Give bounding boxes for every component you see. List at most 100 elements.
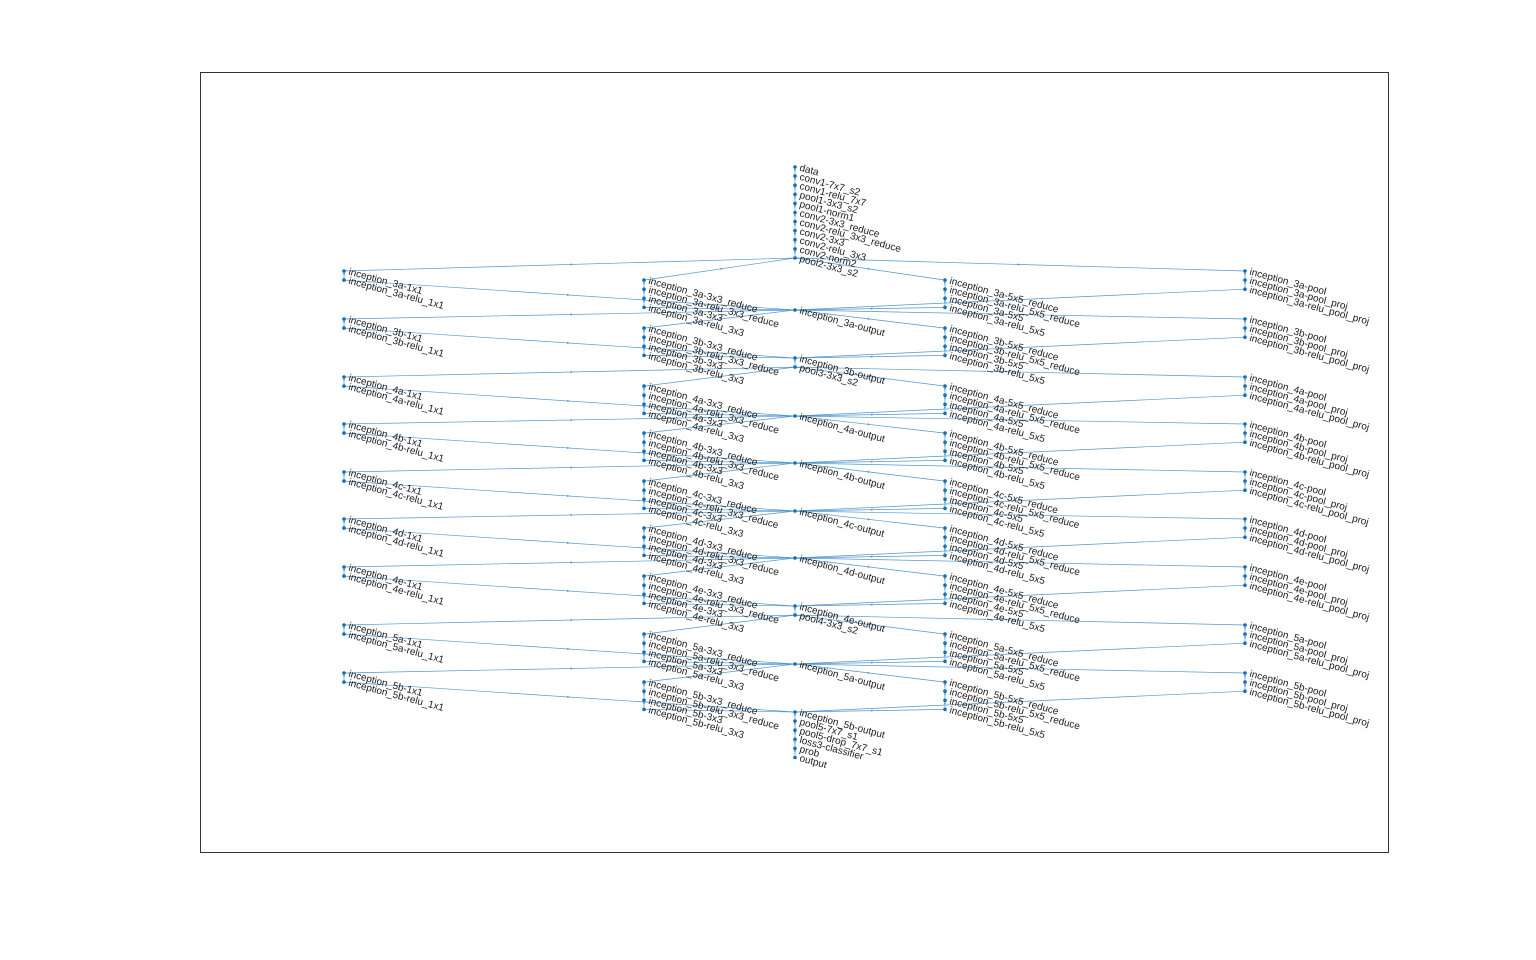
graph-node bbox=[943, 650, 947, 655]
edge-arrowhead bbox=[719, 623, 722, 626]
edge-arrowhead bbox=[793, 205, 797, 208]
edge-arrowhead bbox=[793, 169, 797, 172]
graph-node bbox=[793, 219, 797, 224]
graph-node bbox=[793, 238, 797, 242]
edge-arrowhead bbox=[1020, 451, 1023, 454]
graph-node bbox=[793, 613, 797, 617]
edge-arrowhead bbox=[342, 474, 346, 477]
graph-node bbox=[943, 698, 947, 703]
edge-arrowhead bbox=[642, 636, 646, 639]
edge-arrowhead bbox=[943, 654, 947, 657]
graph-node bbox=[342, 470, 346, 474]
edge-arrowhead bbox=[943, 492, 947, 495]
edge-arrowhead bbox=[943, 578, 947, 581]
edge-arrowhead bbox=[642, 501, 646, 504]
graph-node bbox=[342, 269, 346, 273]
edge-arrowhead bbox=[717, 413, 720, 416]
graph-node bbox=[793, 662, 797, 666]
graph-node bbox=[943, 344, 947, 349]
graph-node bbox=[642, 497, 646, 502]
edge-arrowhead bbox=[1017, 466, 1020, 469]
edge-arrowhead bbox=[793, 232, 797, 236]
graph-node bbox=[342, 384, 346, 388]
graph-node bbox=[943, 384, 947, 388]
graph-node bbox=[642, 659, 646, 664]
graph-node bbox=[793, 414, 797, 418]
graph-node bbox=[943, 535, 947, 539]
graph-node bbox=[943, 278, 947, 282]
graph-node bbox=[1243, 287, 1247, 292]
graph-node bbox=[793, 356, 797, 360]
edge-arrowhead bbox=[642, 645, 646, 648]
edge-arrowhead bbox=[567, 341, 570, 345]
edge-arrowhead bbox=[867, 423, 870, 426]
graph-node bbox=[943, 296, 947, 301]
edge-arrowhead bbox=[943, 339, 947, 342]
edge-arrowhead bbox=[569, 263, 572, 266]
edge-arrowhead bbox=[867, 518, 870, 521]
graph-node bbox=[793, 556, 797, 560]
edge-arrowhead bbox=[342, 273, 346, 276]
graph-node bbox=[1243, 335, 1247, 340]
graph-node bbox=[1243, 488, 1247, 493]
graph-node bbox=[793, 210, 797, 215]
edge-arrowhead bbox=[1017, 513, 1020, 517]
edge-arrowhead bbox=[870, 355, 873, 358]
graph-node bbox=[1243, 326, 1247, 330]
edge-arrowhead bbox=[867, 623, 870, 626]
edge-arrowhead bbox=[793, 723, 797, 726]
edge-arrowhead bbox=[1243, 379, 1247, 382]
node-label: output bbox=[798, 753, 828, 771]
edge-arrowhead bbox=[943, 636, 947, 639]
edge-arrowhead bbox=[717, 508, 720, 511]
graph-node bbox=[943, 689, 947, 693]
graph-node bbox=[943, 305, 947, 310]
edge-arrowhead bbox=[717, 603, 720, 606]
edge-arrowhead bbox=[870, 709, 873, 712]
graph-node bbox=[1243, 680, 1247, 684]
edge-arrowhead bbox=[793, 251, 797, 254]
edge-arrowhead bbox=[943, 453, 947, 456]
edge-arrowhead bbox=[642, 702, 646, 705]
graph-node bbox=[642, 411, 646, 416]
edge-arrowhead bbox=[867, 375, 870, 378]
graph-node bbox=[793, 228, 797, 233]
edge-arrowhead bbox=[943, 501, 947, 504]
edge-arrowhead bbox=[642, 397, 646, 400]
edge-arrowhead bbox=[943, 435, 947, 438]
edge-arrowhead bbox=[943, 587, 947, 590]
edge-arrowhead bbox=[943, 348, 947, 351]
graph-node bbox=[793, 719, 797, 723]
edge-arrowhead bbox=[642, 596, 646, 599]
graph-node bbox=[793, 755, 797, 760]
edge-arrowhead bbox=[642, 330, 646, 333]
graph-node bbox=[642, 680, 646, 684]
edge-arrowhead bbox=[870, 555, 873, 558]
graph-node bbox=[943, 335, 947, 340]
graph-node bbox=[943, 506, 947, 511]
graph-node bbox=[943, 583, 947, 587]
edge-arrowhead bbox=[1020, 346, 1023, 349]
graph-node bbox=[1243, 470, 1247, 474]
graph-node bbox=[342, 623, 346, 627]
graph-node bbox=[342, 632, 346, 636]
edge-arrowhead bbox=[642, 300, 646, 303]
edge-arrowhead bbox=[717, 661, 720, 664]
graph-node bbox=[943, 659, 947, 664]
graph-node bbox=[342, 526, 346, 530]
edge-arrowhead bbox=[943, 282, 947, 285]
edge-arrowhead bbox=[870, 603, 873, 606]
edge-arrowhead bbox=[793, 360, 797, 363]
edge-arrowhead bbox=[569, 667, 572, 670]
graph-node bbox=[342, 671, 346, 675]
edge-arrowhead bbox=[943, 684, 947, 687]
graph-node bbox=[793, 192, 797, 197]
graph-node bbox=[642, 335, 646, 340]
graph-node bbox=[793, 201, 797, 206]
edge-arrowhead bbox=[567, 541, 570, 545]
edge-arrowhead bbox=[870, 661, 873, 664]
graph-node bbox=[1243, 574, 1247, 578]
graph-node bbox=[793, 509, 797, 513]
graph-node bbox=[943, 497, 947, 502]
graph-node bbox=[342, 317, 346, 321]
